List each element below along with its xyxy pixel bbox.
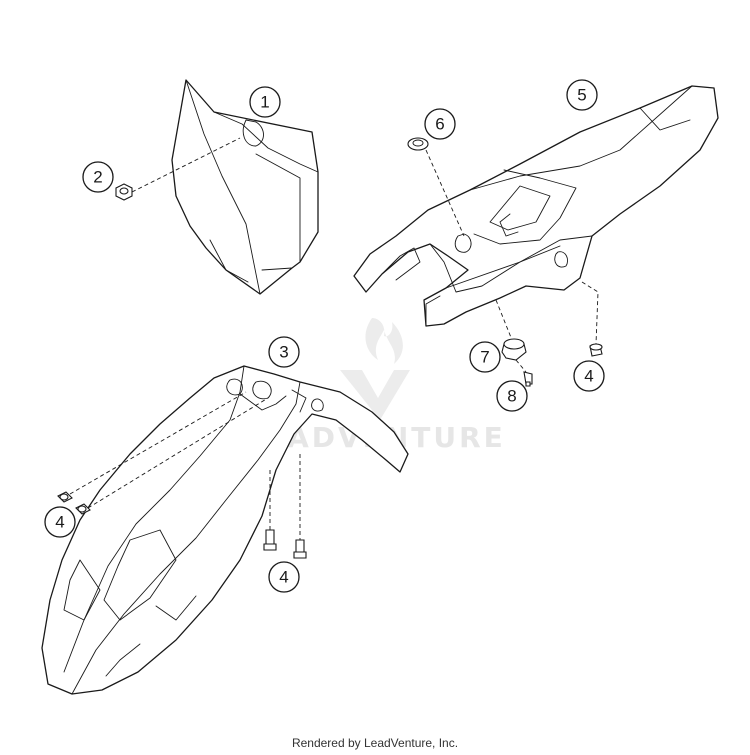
bolts-4-front-lower <box>263 454 307 559</box>
callout-5: 5 <box>566 79 598 111</box>
callout-1-label: 1 <box>260 93 269 112</box>
callout-3-label: 3 <box>279 343 288 362</box>
callout-4-c-label: 4 <box>584 367 593 386</box>
callout-3: 3 <box>268 336 300 368</box>
callout-1: 1 <box>249 86 281 118</box>
callout-6: 6 <box>424 108 456 140</box>
callout-8-label: 8 <box>507 387 516 406</box>
grommet-6 <box>407 137 465 237</box>
rear-fender <box>353 85 719 327</box>
callout-2-label: 2 <box>93 168 102 187</box>
number-plate <box>171 79 319 295</box>
grommet-7 <box>495 299 527 361</box>
callout-4-a-label: 4 <box>55 513 64 532</box>
screw-2 <box>115 137 241 201</box>
front-fender <box>41 365 409 695</box>
screws-4-front-left <box>57 391 269 515</box>
screw-4-rear <box>581 281 603 357</box>
callout-4-b-label: 4 <box>279 568 288 587</box>
callout-2: 2 <box>82 161 114 193</box>
callout-4-c: 4 <box>573 360 605 392</box>
flame-v-logo-icon <box>340 318 410 420</box>
bolt-8 <box>515 359 533 387</box>
footer-credit: Rendered by LeadVenture, Inc. <box>291 736 459 750</box>
callout-4-b: 4 <box>268 561 300 593</box>
callout-7: 7 <box>469 341 501 373</box>
callout-7-label: 7 <box>480 348 489 367</box>
callout-4-a: 4 <box>44 506 76 538</box>
callout-6-label: 6 <box>435 115 444 134</box>
callout-5-label: 5 <box>577 86 586 105</box>
callout-8: 8 <box>496 380 528 412</box>
